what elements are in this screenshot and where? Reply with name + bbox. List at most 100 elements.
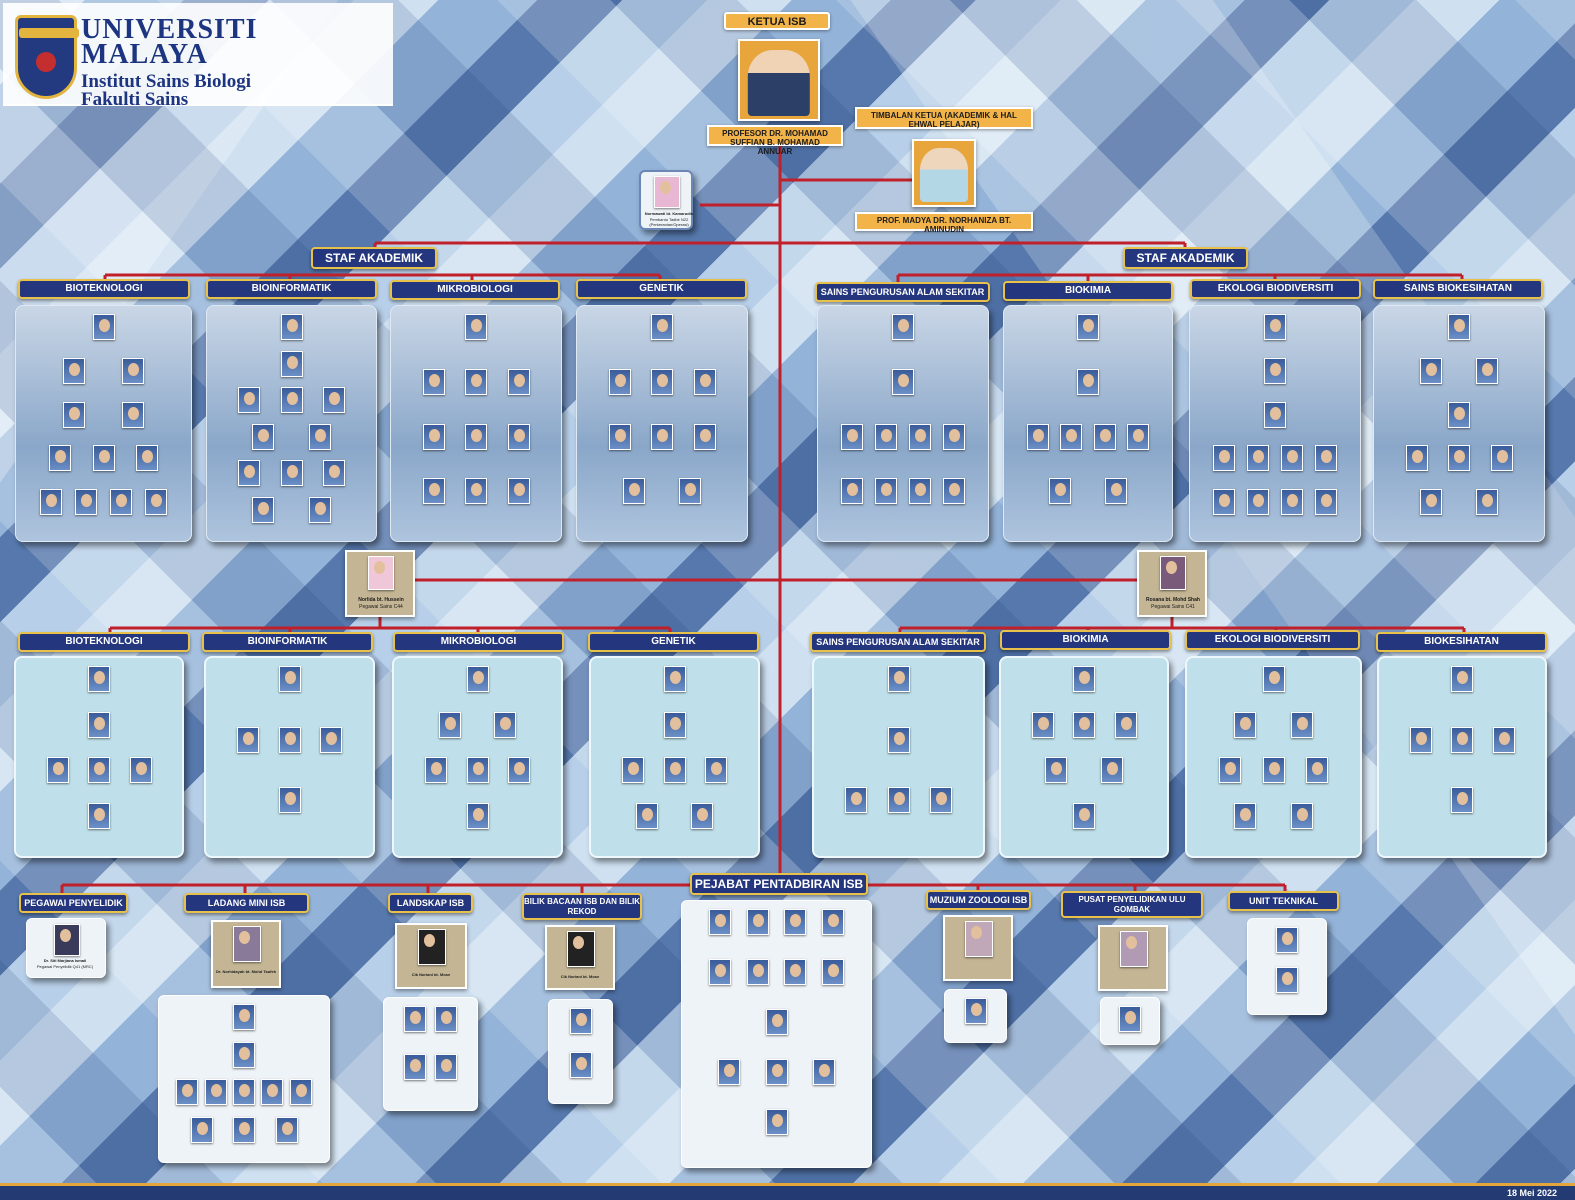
staff-photo: [909, 423, 931, 450]
academic-dept-sains-pengurusan: SAINS PENGURUSAN ALAM SEKITAR: [815, 282, 990, 302]
ladang-head-name: Dr. Norhidayah bt. Mohd Taufek: [216, 969, 276, 974]
science-panel-biokimia: [999, 656, 1169, 858]
staff-photo: [608, 423, 631, 450]
academic-panel-sains-pengurusan: [817, 305, 989, 542]
staff-photo: [822, 959, 845, 985]
staff-photo: [40, 489, 62, 516]
staff-photo: [608, 368, 631, 395]
staff-photo: [466, 757, 489, 783]
staff-photo: [1247, 445, 1269, 472]
staff-photo: [1213, 445, 1235, 472]
ladang-mini-panel: [158, 995, 330, 1163]
staff-photo: [280, 350, 303, 377]
staff-photo: [278, 787, 301, 814]
staff-photo: [1405, 445, 1428, 472]
staff-photo: [236, 726, 259, 753]
staff-photo: [784, 909, 807, 935]
unit-pegawai-penyelidik-label: PEGAWAI PENYELIDIK: [19, 893, 128, 913]
staff-photo: [145, 489, 167, 516]
staff-photo: [507, 368, 530, 395]
staff-photo: [1060, 423, 1083, 450]
timbalan-name: PROF. MADYA DR. NORHANIZA BT. AMINUDIN: [855, 212, 1033, 234]
staff-photo: [1419, 489, 1442, 516]
staff-photo: [289, 1079, 312, 1105]
university-logo-block: UNIVERSITI MALAYA Institut Sains Biologi…: [3, 3, 393, 109]
muzium-head-photo: [965, 921, 993, 957]
staff-photo: [887, 787, 910, 814]
staff-photo: [1448, 401, 1470, 428]
staff-photo: [1077, 314, 1099, 340]
staff-photo: [651, 368, 673, 395]
staff-photo: [1409, 726, 1432, 753]
staff-photo: [1276, 966, 1298, 993]
staff-photo: [679, 478, 702, 505]
staff-photo: [765, 1009, 788, 1035]
staff-photo: [765, 1109, 788, 1135]
pejabat-pentadbiran-panel: [681, 900, 872, 1168]
ketua-name: PROFESOR DR. MOHAMAD SUFFIAN B. MOHAMAD …: [707, 125, 843, 156]
staff-photo: [1073, 711, 1095, 738]
university-line2: MALAYA: [81, 39, 208, 70]
staff-photo: [1476, 357, 1499, 384]
staff-photo: [693, 368, 716, 395]
staff-photo: [1093, 423, 1116, 450]
staff-photo: [1264, 314, 1286, 340]
secretary-name: Normawati bt. Kamarudin: [644, 211, 694, 216]
staff-photo: [1451, 787, 1473, 814]
staff-photo: [261, 1079, 284, 1105]
staff-photo: [252, 496, 275, 523]
staff-photo: [1492, 726, 1515, 753]
staff-photo: [1049, 478, 1071, 505]
crest-ribbon: [19, 28, 79, 38]
staf-akademik-right-label: STAF AKADEMIK: [1123, 247, 1248, 269]
academic-panel-bioinformatik: [206, 305, 377, 542]
staff-photo: [438, 711, 461, 738]
staff-photo: [1262, 757, 1285, 783]
science-panel-sains-pengurusan: [812, 656, 985, 858]
staff-photo: [435, 1006, 457, 1032]
science-panel-biokesihatan: [1377, 656, 1547, 858]
staff-photo: [507, 478, 530, 505]
staff-photo: [569, 1051, 592, 1078]
staff-photo: [1073, 802, 1095, 829]
ulu-gombak-panel: [1100, 997, 1160, 1045]
staff-photo: [190, 1116, 213, 1143]
staff-photo: [1247, 489, 1269, 516]
academic-dept-genetik: GENETIK: [576, 279, 747, 299]
staff-photo: [1233, 711, 1256, 738]
ketua-label: KETUA ISB: [724, 12, 830, 30]
science-dept-biokimia: BIOKIMIA: [1000, 630, 1171, 650]
staff-photo: [322, 387, 345, 413]
science-officer-left-name: Norlida bt. Hussein: [358, 597, 404, 603]
staff-photo: [110, 489, 132, 516]
staff-photo: [88, 757, 110, 783]
unit-ladang-mini-label: LADANG MINI ISB: [184, 893, 309, 913]
staff-photo: [508, 757, 531, 783]
staff-photo: [943, 478, 965, 505]
staff-photo: [422, 368, 445, 395]
science-dept-sains-pengurusan: SAINS PENGURUSAN ALAM SEKITAR: [810, 632, 986, 652]
staff-photo: [845, 787, 868, 814]
staff-photo: [1291, 802, 1314, 829]
pegawai-penyelidik-photo: [54, 924, 80, 956]
academic-panel-biokimia: [1003, 305, 1173, 542]
academic-dept-ekologi: EKOLOGI BIODIVERSITI: [1190, 279, 1361, 299]
academic-panel-bioteknologi: [15, 305, 192, 542]
staff-photo: [1448, 314, 1470, 340]
staff-photo: [1026, 423, 1049, 450]
staff-photo: [718, 1059, 741, 1085]
timbalan-label: TIMBALAN KETUA (AKADEMIK & HAL EHWAL PEL…: [855, 107, 1033, 129]
staff-photo: [280, 460, 303, 486]
bilik-head-photo: [567, 931, 595, 967]
staff-photo: [621, 757, 644, 783]
staff-photo: [1045, 757, 1068, 783]
staff-photo: [765, 1059, 788, 1085]
staff-photo: [129, 757, 152, 783]
staff-photo: [943, 423, 965, 450]
secretary-card: Normawati bt. Kamarudin Pembantu Tadbir …: [639, 170, 693, 230]
staff-photo: [1105, 478, 1127, 505]
unit-bilik-bacaan-label: BILIK BACAAN ISB DAN BILIK REKOD: [522, 893, 642, 920]
staff-photo: [404, 1006, 426, 1032]
staff-photo: [1315, 489, 1337, 516]
staff-photo: [121, 401, 144, 428]
